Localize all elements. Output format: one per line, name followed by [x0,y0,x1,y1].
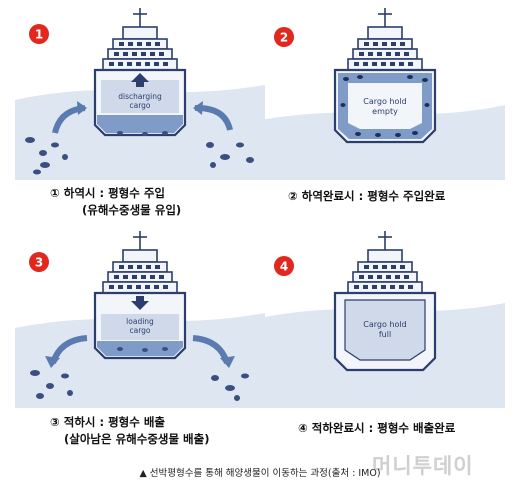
panel-1: discharging cargo 1 [15,5,265,180]
caption-1-line1: ① 하역시 : 평형수 주입 [50,186,165,200]
step-number: 2 [280,31,288,45]
step-number: 3 [35,256,43,270]
ship-label-line2: cargo [129,101,150,110]
ballast-tank [97,341,183,356]
ship-windows [109,42,168,66]
panel-2-illustration: Cargo hold empty 2 [260,8,505,180]
panel-4: Cargo hold full 4 [260,228,505,408]
caption-3-line2: (살아남은 유해수중생물 배출) [64,432,210,446]
caption-4: ④ 적하완료시 : 평형수 배출완료 [298,420,455,437]
caption-2-line1: ② 하역완료시 : 평형수 주입완료 [288,189,446,203]
step-number: 1 [35,28,43,42]
ship-superstructure [347,231,423,294]
step-number: 4 [280,260,288,274]
panel-4-illustration: Cargo hold full 4 [260,231,505,408]
step-badge-icon [29,24,49,44]
ship-label-line1: Cargo hold [363,320,406,329]
caption-3-line1: ③ 적하시 : 평형수 배출 [50,415,165,429]
panel-3: loading cargo 3 [15,228,265,408]
caption-2: ② 하역완료시 : 평형수 주입완료 [288,188,445,205]
step-badge-icon [274,256,294,276]
caption-3: ③ 적하시 : 평형수 배출 (살아남은 유해수중생물 배출) [50,414,209,448]
sea-creatures-icon [340,75,430,137]
sea-creatures-icon [30,347,249,401]
step-badge-icon [29,252,49,272]
panel-3-illustration: loading cargo 3 [15,231,265,408]
ship-windows [354,42,413,66]
ship-superstructure [102,231,178,294]
ship-superstructure [347,8,423,71]
cargo-area [101,80,179,113]
ship-label-line2: empty [372,107,398,116]
step-badge-icon [274,27,294,47]
ship-label-line1: discharging [118,92,162,101]
panel-2: Cargo hold empty 2 [260,5,505,180]
caption-1: ① 하역시 : 평형수 주입 (유해수중생물 유입) [50,185,181,219]
ship-superstructure [102,8,178,71]
caption-1-line2: (유해수중생물 유입) [82,203,182,217]
panel-1-illustration: discharging cargo 1 [15,8,265,180]
ship-label-line2: cargo [129,326,150,335]
ship-label-line2: full [379,330,391,339]
sea-creatures-icon [25,131,254,175]
ship-label-line1: loading [126,317,154,326]
caption-4-line1: ④ 적하완료시 : 평형수 배출완료 [298,421,456,435]
loading-arrow-icon [131,296,149,310]
ship-label-line1: Cargo hold [363,97,406,106]
cargo-hold-full [344,299,426,361]
cargo-area [101,314,179,340]
cargo-hold-empty [348,83,422,129]
ship-windows [354,265,413,289]
ship-windows [109,265,168,289]
discharge-arrow-icon [131,73,149,87]
ballast-tank [97,115,183,133]
figure-caption: ▲ 선박평형수를 통해 해양생물이 이동하는 과정(출처 : IMO) [139,468,381,479]
watermark: 머니투데이 [372,454,474,478]
